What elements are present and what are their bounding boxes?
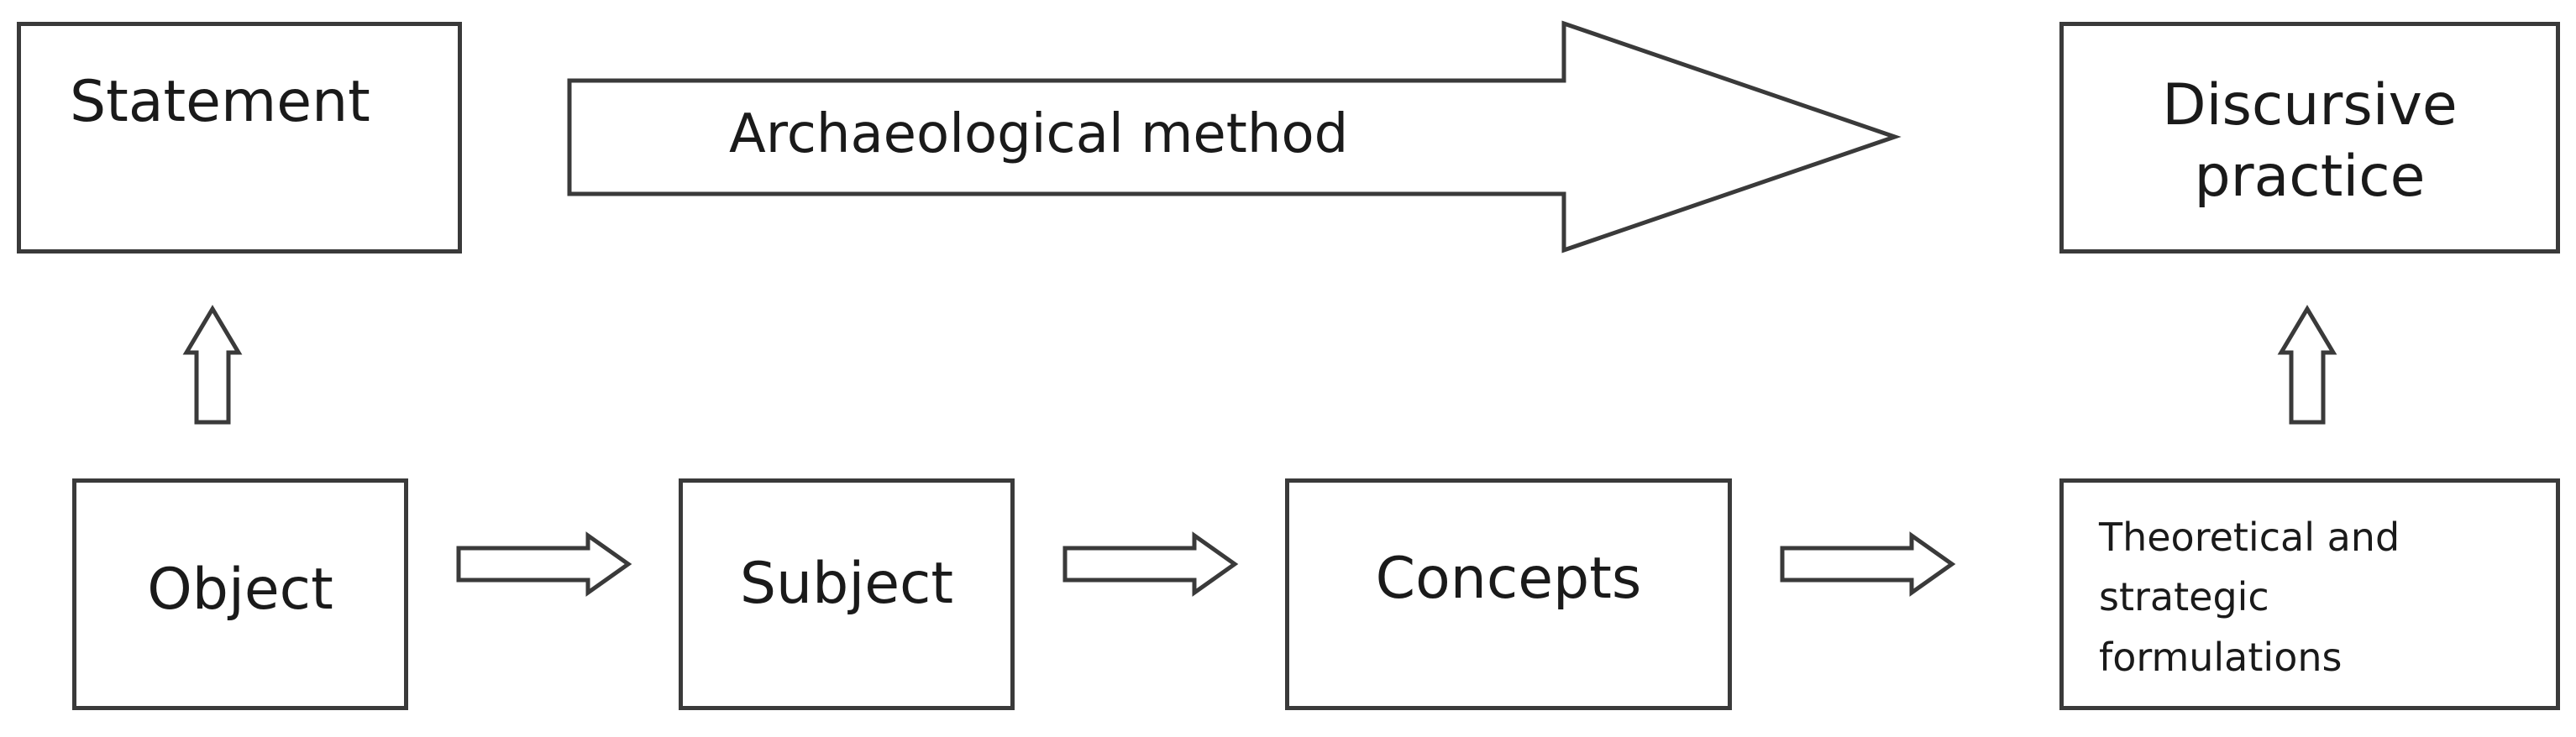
big-right-arrow xyxy=(567,20,1902,254)
concepts-box: Concepts xyxy=(1285,478,1732,710)
object-label: Object xyxy=(147,557,333,623)
subject-label: Subject xyxy=(739,551,954,617)
subject-box: Subject xyxy=(679,478,1015,710)
object-box: Object xyxy=(72,478,408,710)
right-arrow-object-to-subject xyxy=(456,531,632,597)
up-arrow-object-to-statement xyxy=(182,305,243,425)
archaeological-method-label: Archaeological method xyxy=(729,103,1349,165)
concepts-label: Concepts xyxy=(1375,546,1642,612)
discursive-practice-box: Discursive practice xyxy=(2059,22,2560,254)
theoretical-strategic-box: Theoretical and strategic formulations xyxy=(2059,478,2560,710)
discursive-practice-label: Discursive practice xyxy=(2162,72,2458,210)
right-arrow-concepts-to-theoretical xyxy=(1780,531,1956,597)
statement-label: Statement xyxy=(70,69,370,135)
theoretical-strategic-label: Theoretical and strategic formulations xyxy=(2099,515,2400,680)
statement-box: Statement xyxy=(17,22,462,254)
up-arrow-theoretical-to-discursive xyxy=(2277,305,2337,425)
right-arrow-subject-to-concepts xyxy=(1062,531,1239,597)
